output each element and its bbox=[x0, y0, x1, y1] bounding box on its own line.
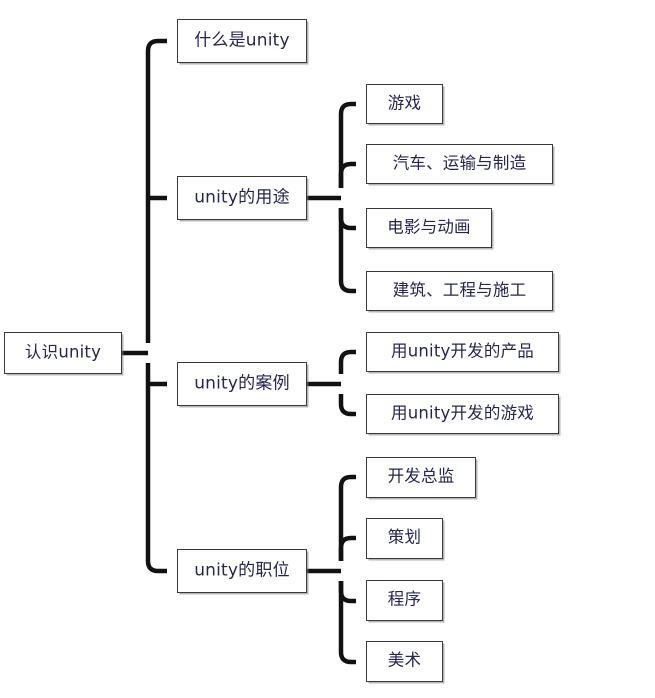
edge-branch4-to-leaf-1 bbox=[338, 474, 356, 561]
node-leaf-development-director[interactable]: 开发总监 bbox=[366, 457, 476, 498]
node-leaf-film-animation[interactable]: 电影与动画 bbox=[366, 208, 492, 248]
edge-branch3-to-leaf-1 bbox=[338, 349, 356, 374]
edge-root-to-branch-4 bbox=[145, 363, 167, 574]
node-leaf-label: 美术 bbox=[387, 650, 422, 670]
node-leaf-artist[interactable]: 美术 bbox=[366, 641, 443, 682]
node-branch-label: unity的职位 bbox=[194, 560, 290, 580]
node-leaf-label: 策划 bbox=[387, 527, 422, 547]
node-leaf-label: 程序 bbox=[387, 589, 422, 609]
node-leaf-label: 游戏 bbox=[387, 93, 422, 113]
edge-branch3-to-leaf-2 bbox=[338, 394, 356, 417]
edge-branch4-to-leaf-2 bbox=[338, 535, 356, 561]
node-leaf-products-made-with-unity[interactable]: 用unity开发的产品 bbox=[366, 332, 559, 372]
node-leaf-label: 用unity开发的产品 bbox=[391, 341, 534, 361]
node-branch-unity-cases[interactable]: unity的案例 bbox=[177, 362, 307, 406]
node-branch-unity-usage[interactable]: unity的用途 bbox=[177, 176, 307, 220]
edge-branch4-to-leaf-4 bbox=[338, 581, 356, 665]
node-root[interactable]: 认识unity bbox=[4, 332, 122, 374]
node-branch-what-is-unity[interactable]: 什么是unity bbox=[177, 19, 307, 63]
node-root-label: 认识unity bbox=[24, 342, 102, 362]
node-leaf-automotive-transport-manufacturing[interactable]: 汽车、运输与制造 bbox=[366, 144, 553, 184]
node-leaf-architecture-engineering-construction[interactable]: 建筑、工程与施工 bbox=[366, 271, 553, 311]
node-leaf-label: 开发总监 bbox=[387, 466, 455, 486]
node-leaf-label: 电影与动画 bbox=[387, 217, 471, 237]
node-leaf-games[interactable]: 游戏 bbox=[366, 84, 443, 124]
node-branch-label: unity的案例 bbox=[194, 373, 290, 393]
node-leaf-label: 用unity开发的游戏 bbox=[391, 403, 534, 423]
node-leaf-programmer[interactable]: 程序 bbox=[366, 580, 443, 621]
node-leaf-label: 建筑、工程与施工 bbox=[392, 280, 527, 300]
edge-branch2-to-leaf-4 bbox=[338, 208, 356, 294]
node-leaf-label: 汽车、运输与制造 bbox=[392, 153, 527, 173]
node-leaf-planner[interactable]: 策划 bbox=[366, 518, 443, 559]
edge-branch4-to-leaf-3 bbox=[338, 581, 356, 604]
node-branch-unity-positions[interactable]: unity的职位 bbox=[177, 549, 307, 593]
edge-root-to-branch-1 bbox=[145, 38, 167, 343]
edge-branch2-to-leaf-1 bbox=[338, 101, 356, 188]
node-leaf-games-made-with-unity[interactable]: 用unity开发的游戏 bbox=[366, 394, 559, 434]
edge-branch2-to-leaf-3 bbox=[338, 208, 356, 231]
edge-branch2-to-leaf-2 bbox=[338, 161, 356, 188]
node-branch-label: unity的用途 bbox=[194, 187, 290, 207]
node-branch-label: 什么是unity bbox=[194, 30, 290, 50]
